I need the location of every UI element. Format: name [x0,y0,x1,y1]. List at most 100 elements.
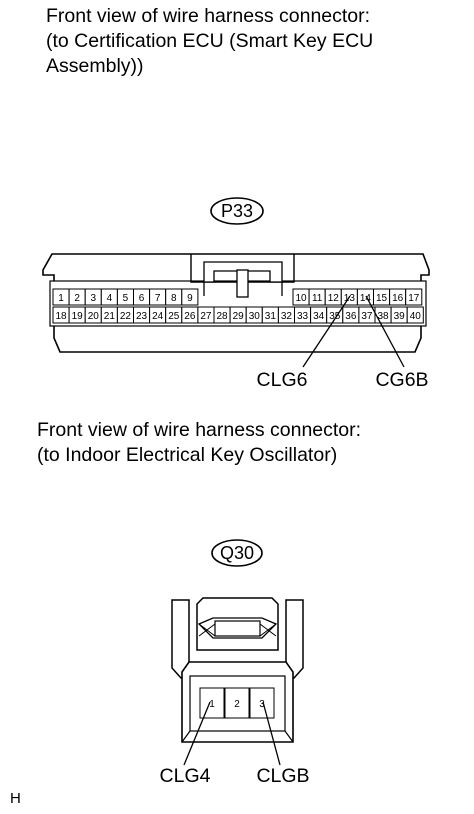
callout-label-clg6: CLG6 [257,369,308,391]
pin-q30-3: 3 [249,687,275,719]
pin-p33-20: 20 [84,306,102,324]
pin-p33-16: 16 [389,288,407,306]
pin-p33-16-label: 16 [392,293,404,304]
connector1-caption-line-3: Assembly)) [46,55,144,77]
pin-p33-40-label: 40 [410,311,422,322]
pin-p33-25-label: 25 [168,311,180,322]
pin-p33-30-label: 30 [249,311,261,322]
pin-p33-25: 25 [165,306,183,324]
connector-p33-id-oval [210,197,264,225]
pin-p33-40: 40 [406,306,424,324]
connector-q30-pins: 1 2 3 [199,687,275,719]
pin-p33-36: 36 [342,306,360,324]
pin-p33-38: 38 [374,306,392,324]
pin-p33-23-label: 23 [136,311,148,322]
connector-p33-key [236,269,249,298]
pin-p33-32: 32 [277,306,295,324]
pin-p33-1-label: 1 [58,293,64,304]
pin-p33-8: 8 [165,288,183,306]
connector-q30: Q30 1 2 3 CLG4 CLGB [160,539,310,787]
pin-p33-33-label: 33 [297,311,309,322]
pin-p33-4: 4 [100,288,118,306]
figure-code: H [10,790,21,807]
pin-p33-11: 11 [308,288,326,306]
pin-p33-30: 30 [245,306,263,324]
pin-p33-17-label: 17 [408,293,420,304]
pin-p33-15-label: 15 [376,293,388,304]
pin-q30-1: 1 [199,687,225,719]
pin-p33-28: 28 [213,306,231,324]
callout-leader-clgb [262,701,281,766]
pin-p33-19-label: 19 [72,311,84,322]
pin-p33-23: 23 [133,306,151,324]
callout-leader-clg4 [183,701,211,766]
pin-p33-37-label: 37 [361,311,373,322]
pin-p33-3-label: 3 [90,293,96,304]
pin-p33-12-label: 12 [328,293,340,304]
pin-p33-2-label: 2 [74,293,80,304]
pin-p33-11-label: 11 [312,293,323,304]
pin-p33-28-label: 28 [216,311,228,322]
pin-p33-10-label: 10 [295,293,307,304]
pin-p33-31-label: 31 [265,311,277,322]
callout-label-clgb: CLGB [256,765,309,787]
pin-p33-35-label: 35 [329,311,341,322]
pin-p33-2: 2 [68,288,86,306]
pin-p33-36-label: 36 [345,311,357,322]
pin-p33-26: 26 [181,306,199,324]
pin-p33-39-label: 39 [394,311,406,322]
pin-q30-1-label: 1 [209,699,215,710]
pin-p33-19: 19 [68,306,86,324]
pin-p33-14-label: 14 [360,293,372,304]
pin-p33-34: 34 [310,306,328,324]
pin-p33-8-label: 8 [171,293,177,304]
connector2-caption: Front view of wire harness connector: (t… [37,418,361,468]
pin-p33-21: 21 [100,306,118,324]
connector-q30-id: Q30 [220,543,254,563]
pin-p33-34-label: 34 [313,311,325,322]
pin-p33-6: 6 [133,288,151,306]
pin-p33-31: 31 [261,306,279,324]
pin-q30-2-label: 2 [234,699,240,710]
pin-p33-18-label: 18 [55,311,67,322]
pin-p33-4-label: 4 [107,293,113,304]
connector-p33-id: P33 [221,201,253,221]
pin-p33-3: 3 [84,288,102,306]
callout-label-clg4: CLG4 [160,765,211,787]
pin-p33-27: 27 [197,306,215,324]
pin-p33-17: 17 [405,288,423,306]
pin-p33-1: 1 [52,288,70,306]
pin-p33-12: 12 [324,288,342,306]
pin-p33-21-label: 21 [104,311,116,322]
connector1-caption-line-2: (to Certification ECU (Smart Key ECU [46,30,374,52]
pin-p33-13-label: 13 [344,293,356,304]
callout-leader-clg6 [302,295,351,368]
pin-p33-5: 5 [116,288,135,306]
pin-p33-7: 7 [149,288,167,306]
pin-p33-38-label: 38 [377,311,389,322]
pin-p33-24: 24 [149,306,167,324]
connector2-caption-line-2: (to Indoor Electrical Key Oscillator) [37,444,338,466]
pin-p33-9-label: 9 [187,293,193,304]
pin-q30-2: 2 [224,687,250,719]
pin-p33-5-label: 5 [123,293,129,304]
pin-p33-29: 29 [229,306,247,324]
pin-p33-39: 39 [390,306,408,324]
pin-p33-6-label: 6 [139,293,145,304]
pin-p33-15: 15 [373,288,391,306]
pin-p33-27-label: 27 [200,311,212,322]
connector-q30-id-oval [211,539,263,567]
connector1-caption-line-1: Front view of wire harness connector: [46,5,371,27]
pin-p33-20-label: 20 [88,311,100,322]
connector2-caption-line-1: Front view of wire harness connector: [37,419,362,441]
pin-p33-7-label: 7 [155,293,161,304]
pin-q30-3-label: 3 [259,699,265,710]
pin-p33-29-label: 29 [233,311,245,322]
pin-p33-22: 22 [116,306,135,324]
pin-p33-22-label: 22 [120,311,132,322]
pin-p33-14: 14 [356,288,374,306]
pin-p33-33: 33 [294,306,312,324]
